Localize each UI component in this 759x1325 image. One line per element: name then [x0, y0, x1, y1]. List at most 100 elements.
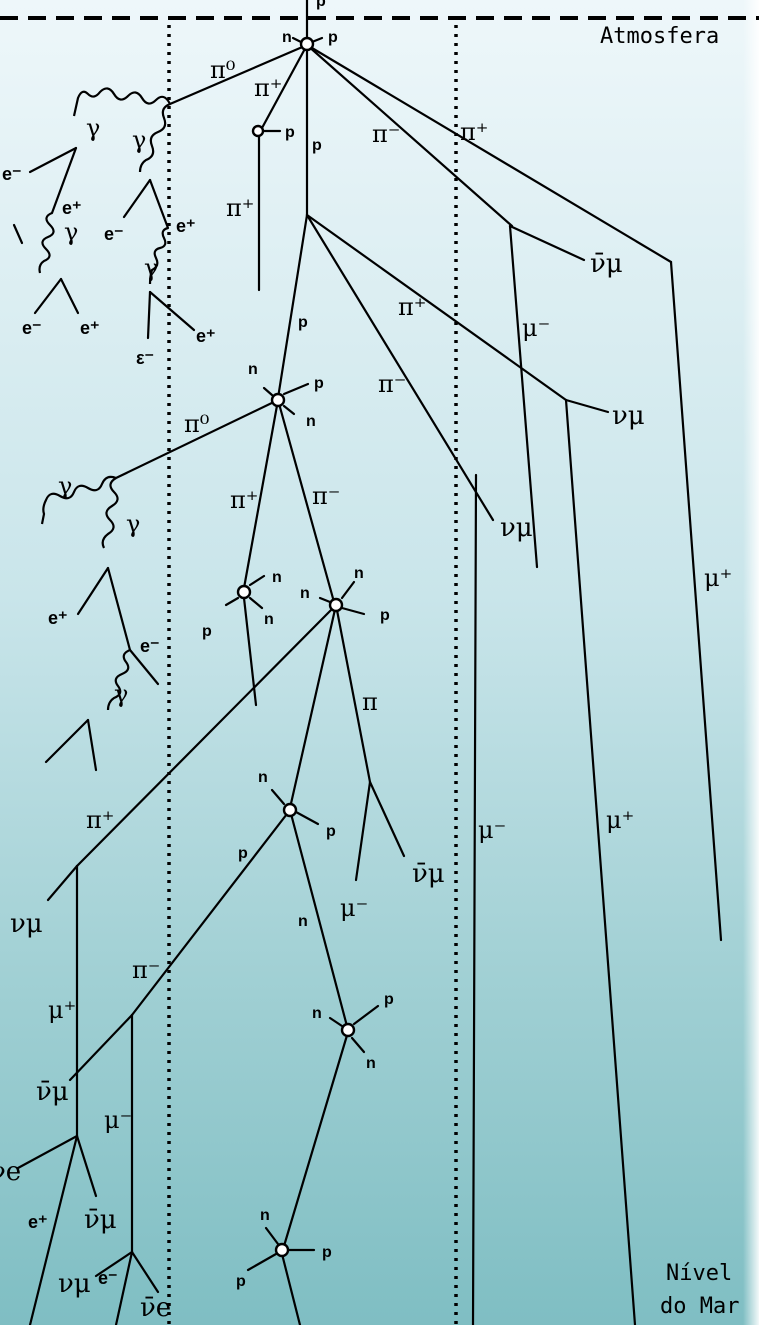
label-mu-plus-2: μ⁺: [606, 806, 634, 834]
epsilon-minus-track: [146, 290, 152, 340]
label-p-2: p: [312, 137, 322, 154]
p-stub-5: [294, 810, 320, 826]
label-e-plus-5: e⁺: [48, 608, 68, 628]
n-stub-3: [248, 574, 266, 587]
gamma-wave-2: [138, 102, 171, 173]
label-pi-minus-2: π⁻: [378, 370, 406, 398]
label-gamma-7: γ: [114, 680, 128, 708]
label-p-top2: p: [328, 29, 338, 46]
label-n-10: n: [312, 1005, 322, 1022]
label-e-minus-1: e⁻: [2, 164, 22, 184]
nubar-mu-track-4: [368, 780, 406, 858]
pi-plus-track-1: [305, 43, 673, 264]
e-plus-track-1: [50, 146, 78, 215]
label-n-top: n: [282, 29, 292, 46]
label-p-9: p: [384, 991, 394, 1008]
mu-minus-track-2: [564, 398, 637, 1325]
pi-plus-track-4: [75, 603, 338, 868]
label-e-plus-6: e⁺: [28, 1212, 48, 1232]
n-stub-3b: [248, 596, 264, 610]
right-edge-glow: [743, 0, 759, 1325]
label-pi: π: [362, 688, 378, 716]
pi-track-4: [334, 603, 372, 784]
p-stub-7b: [246, 1252, 278, 1272]
proton-track-2: [276, 213, 309, 400]
n-stub-2b: [282, 404, 296, 416]
label-mu-minus-2: μ⁻: [478, 816, 506, 844]
vertex-1: [299, 36, 315, 52]
label-n-4: n: [272, 569, 282, 586]
p-stub-2: [282, 382, 310, 396]
e-plus-track-3: [148, 178, 170, 230]
label-mu-minus-4: μ⁻: [104, 1106, 132, 1134]
label-n-8: n: [258, 769, 268, 786]
n-stub-4: [318, 596, 332, 604]
gamma-wave-4: [148, 226, 169, 285]
label-p-5: p: [202, 623, 212, 640]
e-minus-track-1: [28, 146, 78, 174]
label-n-11: n: [366, 1055, 376, 1072]
pi-minus-track-2: [305, 213, 495, 522]
label-e-minus-3: e⁻: [22, 318, 42, 338]
mu-minus-track-3: [471, 473, 478, 1325]
gamma-wave-7: [106, 648, 131, 711]
label-n-9: n: [298, 913, 308, 930]
nu-e-stub: [16, 1134, 79, 1170]
e-plus-track-4: [148, 290, 196, 332]
gamma-wave-5: [40, 475, 117, 525]
pi-minus-track-5: [130, 808, 292, 1017]
nubar-mu-track-7: [75, 1134, 98, 1198]
e-plus-stub: [12, 223, 24, 245]
label-e-plus-4: e⁺: [196, 326, 216, 346]
p-stub-3: [224, 596, 240, 607]
gamma-wave-6: [101, 477, 119, 549]
gamma-wave-3: [38, 211, 55, 274]
label-nivel: Nível: [666, 1261, 732, 1286]
label-nubar-mu-2: ν̄μ: [412, 859, 445, 889]
label-n-7: n: [354, 565, 364, 582]
label-gamma-5: γ: [58, 472, 72, 500]
vertex-3: [236, 584, 252, 600]
label-e-plus-2: e⁺: [176, 216, 196, 236]
n-stub-7: [264, 1226, 280, 1246]
label-pi-minus-4: π⁻: [132, 956, 160, 984]
n-stub-4b: [340, 580, 356, 600]
track-6-down: [282, 1030, 350, 1248]
label-p-3: p: [298, 314, 308, 331]
label-pi-plus-2: π⁺: [460, 118, 488, 146]
label-pi0-1: π⁰: [210, 56, 235, 84]
vertex-pi-plus: [251, 124, 265, 138]
vertex-2: [270, 392, 286, 408]
mu-plus-track-long: [669, 260, 723, 942]
n-stub-6: [328, 1016, 344, 1028]
label-pi0-2: π⁰: [184, 410, 209, 438]
vertex-5: [282, 802, 298, 818]
label-p-10: p: [322, 1244, 332, 1261]
nubar-mu-track-5: [68, 1013, 134, 1082]
label-gamma-4: γ: [144, 254, 158, 282]
e-plus-track-7: [28, 1134, 79, 1325]
n-stub-2: [262, 386, 274, 397]
label-nu-mu-3: νμ: [10, 909, 43, 939]
label-pi-plus-6: π⁺: [86, 806, 114, 834]
nu-mu-track-2: [564, 398, 610, 414]
label-nubar-e: ν̄e: [140, 1293, 171, 1323]
vertex-6: [340, 1022, 356, 1038]
e-minus-track-3: [122, 178, 152, 219]
p-stub-6: [352, 1004, 380, 1026]
label-p-8: p: [238, 845, 248, 862]
p-stub-4: [340, 606, 366, 616]
mu-minus-track-1: [508, 224, 539, 569]
e-track-6b: [86, 718, 98, 772]
track-7-down: [280, 1252, 302, 1325]
label-pi-minus-1: π⁻: [372, 120, 400, 148]
label-p-7: p: [326, 823, 336, 840]
pi-minus-track-3: [276, 398, 336, 604]
n-track-5: [288, 808, 350, 1032]
n-stub-5: [270, 788, 286, 806]
label-p-11: p: [236, 1273, 246, 1290]
label-gamma-2: γ: [132, 126, 146, 154]
label-p-1: p: [285, 124, 295, 141]
label-pi-minus-3: π⁻: [312, 482, 340, 510]
